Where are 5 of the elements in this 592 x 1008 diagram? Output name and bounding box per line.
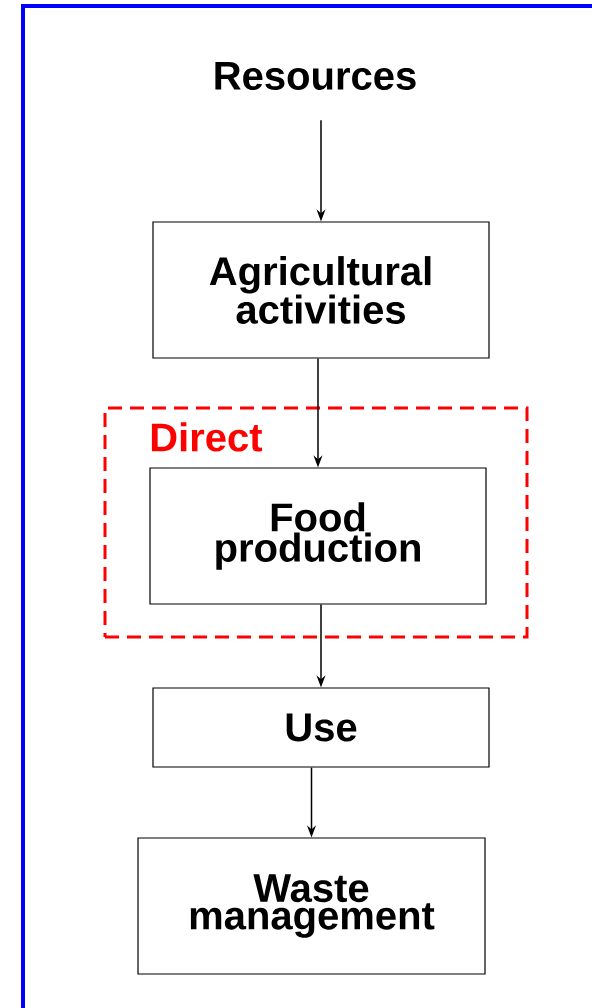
process-box: Agricultural activities [152, 221, 490, 359]
heading-text: Resources [215, 62, 416, 90]
process-box: Waste management [137, 837, 486, 975]
process-box: Use [152, 687, 490, 768]
process-box: Food production [149, 467, 487, 605]
